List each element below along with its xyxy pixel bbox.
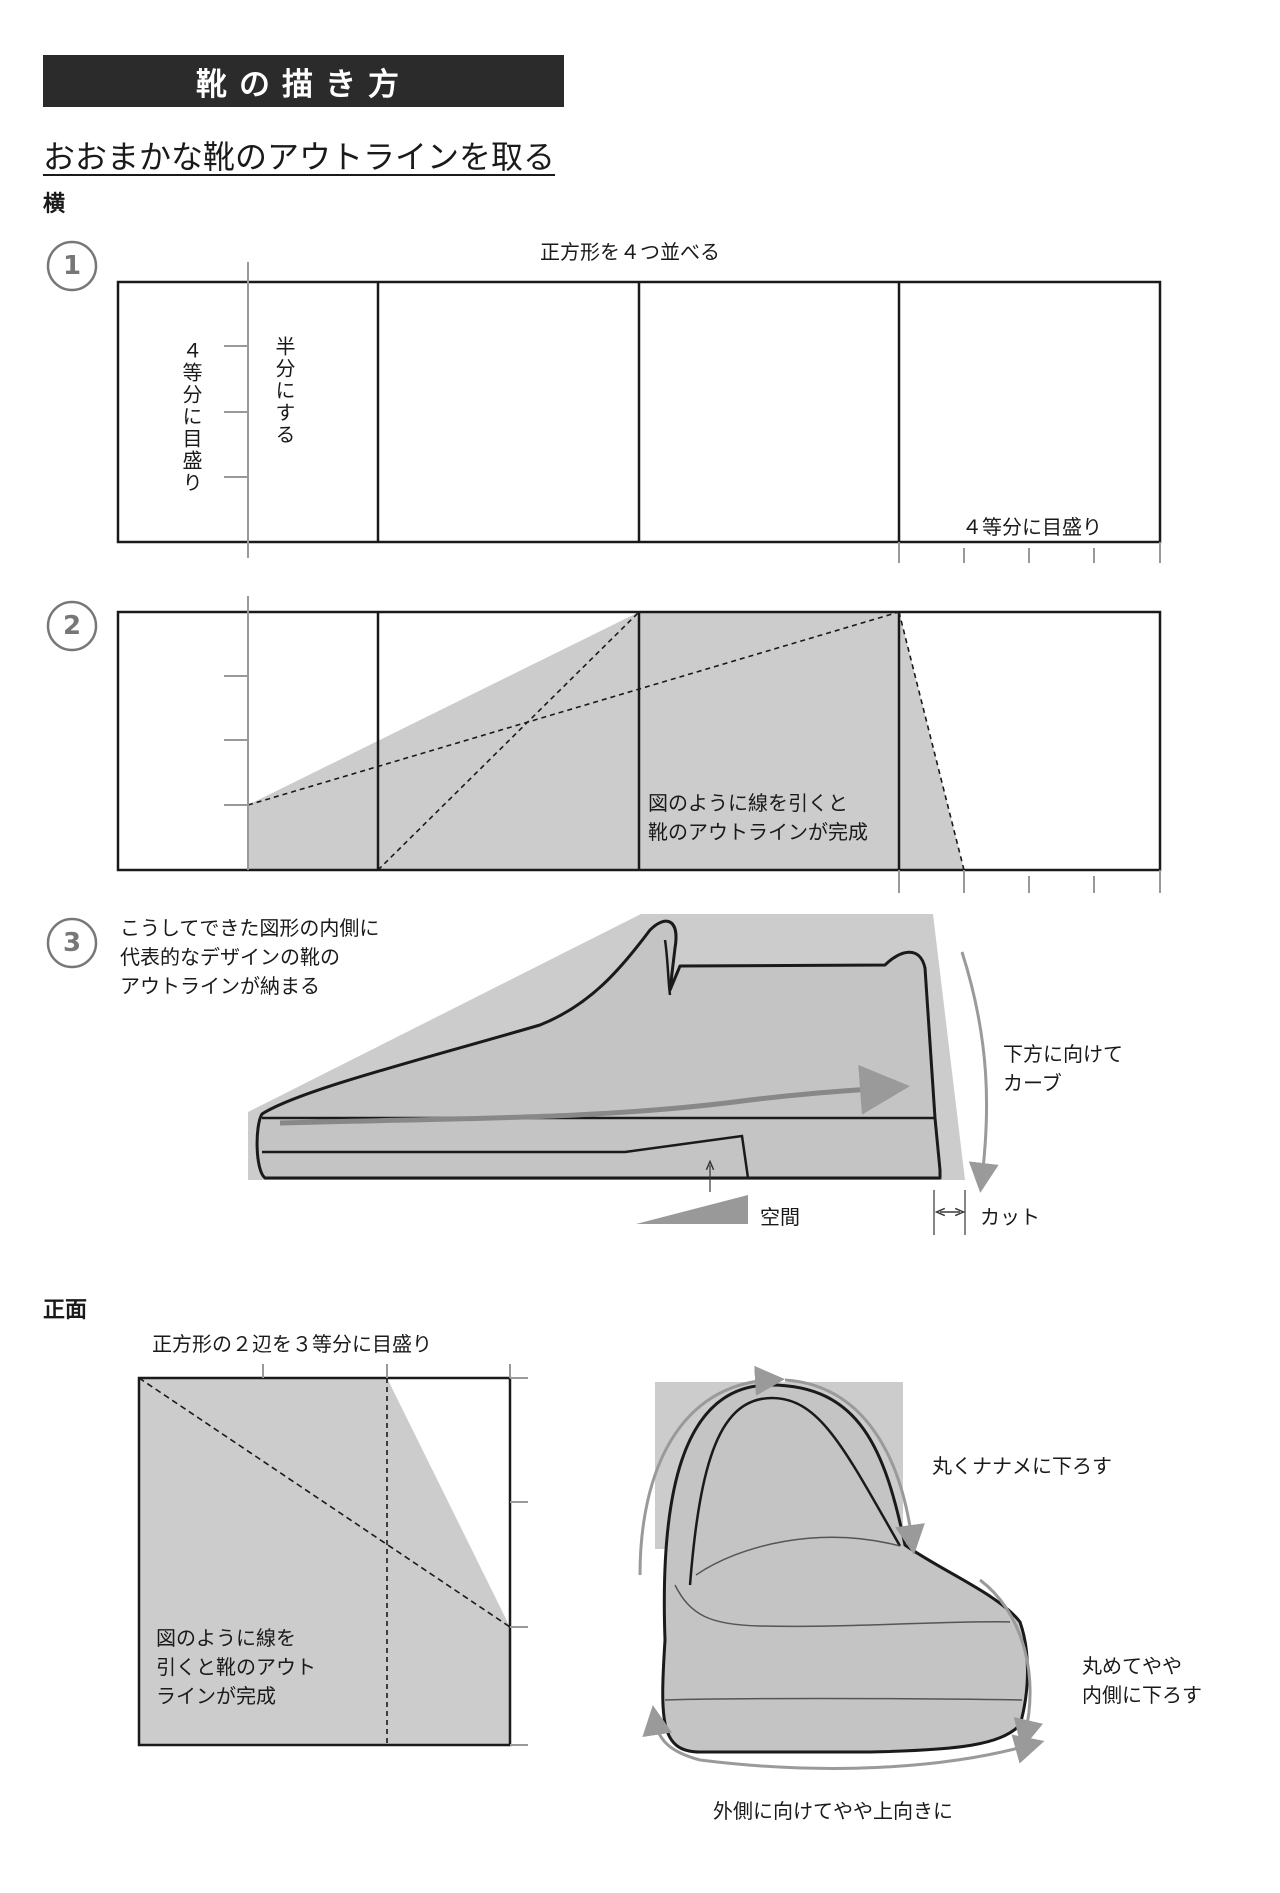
step1-vertical-label-left: ４等分に目盛り — [179, 340, 203, 494]
step3-caption-line2: 代表的なデザインの靴の — [120, 945, 340, 969]
front-inner-line2: 引くと靴のアウト — [156, 1655, 316, 1679]
side-view-label: 横 — [43, 192, 66, 217]
step3-caption: こうしてできた図形の内側に 代表的なデザインの靴の アウトラインが納まる — [120, 914, 379, 1001]
page-title-banner: 靴の描き方 — [43, 55, 564, 107]
cut-label: カット — [980, 1205, 1040, 1229]
curve-note-line1: 下方に向けて — [1003, 1042, 1123, 1066]
step2-squares — [116, 610, 1162, 872]
gap-label: 空間 — [760, 1205, 800, 1229]
front-inner-line1: 図のように線を — [156, 1626, 296, 1650]
step3-number: 3 — [62, 928, 82, 958]
step1-squares — [116, 280, 1162, 544]
step2-shaded-outline — [248, 612, 964, 870]
step1-vertical-label-right: 半分にする — [272, 336, 296, 446]
front-shoe-illustration — [638, 1365, 1045, 1770]
step1-caption: 正方形を４つ並べる — [540, 240, 720, 264]
down-curve-arrow — [960, 951, 999, 1193]
step2-caption-line1: 図のように線を引くと — [648, 791, 848, 815]
step3-caption-line3: アウトラインが納まる — [120, 974, 320, 998]
step1-bottom-ticks — [898, 542, 1161, 563]
note-inner: 丸めてやや 内側に下ろす — [1082, 1652, 1202, 1710]
step1-number: 1 — [62, 251, 82, 281]
front-square — [137, 1376, 512, 1747]
cut-marker — [933, 1190, 966, 1235]
step3-shoe-illustration — [248, 914, 965, 1180]
step3-caption-line1: こうしてできた図形の内側に — [120, 916, 380, 940]
front-inner-caption: 図のように線を 引くと靴のアウト ラインが完成 — [156, 1624, 316, 1711]
note-round-diagonal: 丸くナナメに下ろす — [932, 1454, 1112, 1478]
step2-bottom-ticks — [898, 870, 1161, 893]
step2-number-circle — [46, 600, 98, 652]
note-inner-line1: 丸めてやや — [1082, 1654, 1182, 1678]
step2-half-line — [224, 596, 249, 870]
gap-marker — [636, 1165, 748, 1224]
curve-note-line2: カーブ — [1003, 1071, 1062, 1095]
curve-note: 下方に向けて カーブ — [1003, 1040, 1123, 1098]
step3-number-circle — [46, 917, 98, 969]
step2-number: 2 — [62, 611, 82, 641]
front-square-ticks — [262, 1364, 528, 1746]
front-view-label: 正面 — [43, 1298, 88, 1323]
step1-number-circle — [46, 240, 98, 292]
front-caption: 正方形の２辺を３等分に目盛り — [152, 1332, 432, 1356]
step2-caption-line2: 靴のアウトラインが完成 — [648, 820, 868, 844]
step2-caption: 図のように線を引くと 靴のアウトラインが完成 — [648, 789, 868, 847]
step1-bottom-label: ４等分に目盛り — [962, 515, 1102, 539]
step1-half-line — [224, 262, 249, 558]
note-bottom: 外側に向けてやや上向きに — [713, 1799, 953, 1823]
front-inner-line3: ラインが完成 — [156, 1684, 276, 1708]
step2-guide-lines — [247, 611, 965, 871]
section-heading: おおまかな靴のアウトラインを取る — [43, 138, 556, 176]
note-inner-line2: 内側に下ろす — [1082, 1683, 1202, 1707]
